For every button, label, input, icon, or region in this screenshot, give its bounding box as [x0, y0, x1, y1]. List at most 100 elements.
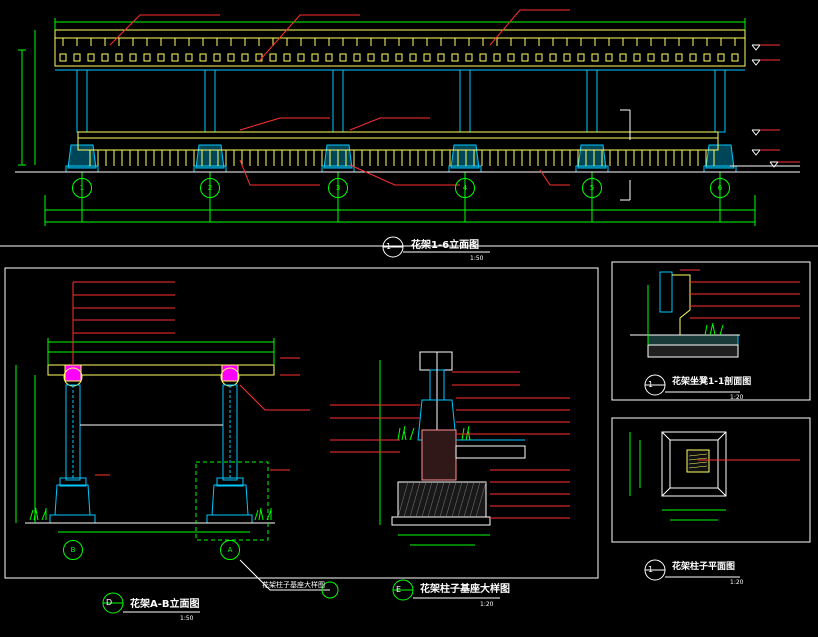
- column-detail-view: [330, 351, 570, 546]
- rafter-end: [283, 53, 291, 62]
- rafter-end: [521, 53, 529, 62]
- column: [204, 69, 216, 133]
- hatch-line: [409, 481, 421, 518]
- axis-label-B: B: [63, 540, 83, 560]
- rafter-end: [311, 53, 319, 62]
- view-marker: 1: [386, 242, 392, 251]
- rafter-end: [619, 53, 627, 62]
- rafter-end: [129, 53, 137, 62]
- hatch-line: [445, 481, 457, 518]
- rafter-end: [717, 53, 725, 62]
- rafter-end: [689, 53, 697, 62]
- column-base: [67, 144, 97, 169]
- hatch-line: [451, 481, 463, 518]
- column-plan-view: [611, 417, 811, 543]
- column-base: [705, 144, 735, 169]
- rafter-end: [73, 53, 81, 62]
- rafter-end: [451, 53, 459, 62]
- scale-column-plan: 1:20: [730, 579, 744, 586]
- scale-column-detail: 1:20: [480, 601, 494, 608]
- rafter-end: [633, 53, 641, 62]
- rafter-end: [703, 53, 711, 62]
- hatch-line: [457, 481, 469, 518]
- rafter-end: [605, 53, 613, 62]
- title-column-detail: 花架柱子基座大样图: [420, 584, 510, 595]
- rafter-end: [171, 53, 179, 62]
- rafter-end: [59, 53, 67, 62]
- rafter-end: [409, 53, 417, 62]
- rafter-end: [227, 53, 235, 62]
- elevation-a-b-view: [15, 281, 330, 591]
- rafter-end: [339, 53, 347, 62]
- hatch-line: [439, 481, 451, 518]
- scale-elevation-1-6: 1:50: [470, 255, 484, 262]
- rafter-end: [87, 53, 95, 62]
- view-marker: 1: [648, 380, 654, 389]
- scale-elevation-a-b: 1:50: [180, 615, 194, 622]
- title-elevation-a-b: 花架A-B立面图: [130, 599, 200, 610]
- scale-seat-section: 1:20: [730, 394, 744, 401]
- hatch-line: [475, 481, 487, 518]
- rafter-end: [381, 53, 389, 62]
- title-column-plan: 花架柱子平面图: [672, 562, 736, 572]
- hatch-line: [463, 481, 475, 518]
- hatch-line: [427, 481, 439, 518]
- rafter-end: [423, 53, 431, 62]
- title-markers: [102, 236, 740, 614]
- rafter-end: [577, 53, 585, 62]
- axis-label-A: A: [220, 540, 240, 560]
- rafter-end: [353, 53, 361, 62]
- rafter-end: [199, 53, 207, 62]
- rafter-end: [507, 53, 515, 62]
- seat-section-view: [611, 261, 811, 401]
- axis-label-1: 1: [72, 178, 92, 198]
- column: [332, 69, 344, 133]
- hatch-line: [403, 481, 415, 518]
- title-seat-section: 花架坐凳1-1剖面图: [672, 377, 752, 387]
- rafter-end: [297, 53, 305, 62]
- rafter-end: [563, 53, 571, 62]
- rafter-end: [465, 53, 473, 62]
- rafter-end: [591, 53, 599, 62]
- rafter-end: [157, 53, 165, 62]
- hatch-line: [433, 481, 445, 518]
- rafter-end: [675, 53, 683, 62]
- rafter-end: [241, 53, 249, 62]
- rafter-end: [255, 53, 263, 62]
- elevation-1-6-view: [0, 9, 818, 247]
- seat-slats: [89, 150, 715, 166]
- axis-label-4: 4: [455, 178, 475, 198]
- rafter-row: [59, 38, 739, 62]
- rafter-end: [479, 53, 487, 62]
- title-elevation-1-6: 花架1-6立面图: [411, 240, 480, 251]
- hatch-line: [469, 481, 481, 518]
- rafter-end: [437, 53, 445, 62]
- rafter-end: [325, 53, 333, 62]
- column: [714, 69, 726, 133]
- detail-reference-label: 花架柱子基座大样图: [262, 581, 325, 589]
- rafter-end: [101, 53, 109, 62]
- rafter-end: [269, 53, 277, 62]
- axis-label-5: 5: [582, 178, 602, 198]
- rafter-end: [493, 53, 501, 62]
- column: [76, 69, 88, 133]
- axis-label-6: 6: [710, 178, 730, 198]
- axis-label-3: 3: [328, 178, 348, 198]
- axis-label-2: 2: [200, 178, 220, 198]
- column-set: [65, 69, 737, 222]
- view-marker: E: [396, 585, 402, 594]
- view-marker: 1: [648, 565, 654, 574]
- rafter-end: [367, 53, 375, 62]
- column: [586, 69, 598, 133]
- column-base: [577, 144, 607, 169]
- rafter-end: [535, 53, 543, 62]
- column-base: [450, 144, 480, 169]
- hatch-line: [397, 481, 409, 518]
- rafter-end: [661, 53, 669, 62]
- hatch-line: [415, 481, 427, 518]
- hatch-line: [421, 481, 433, 518]
- rafter-end: [731, 53, 739, 62]
- rafter-end: [647, 53, 655, 62]
- rafter-end: [395, 53, 403, 62]
